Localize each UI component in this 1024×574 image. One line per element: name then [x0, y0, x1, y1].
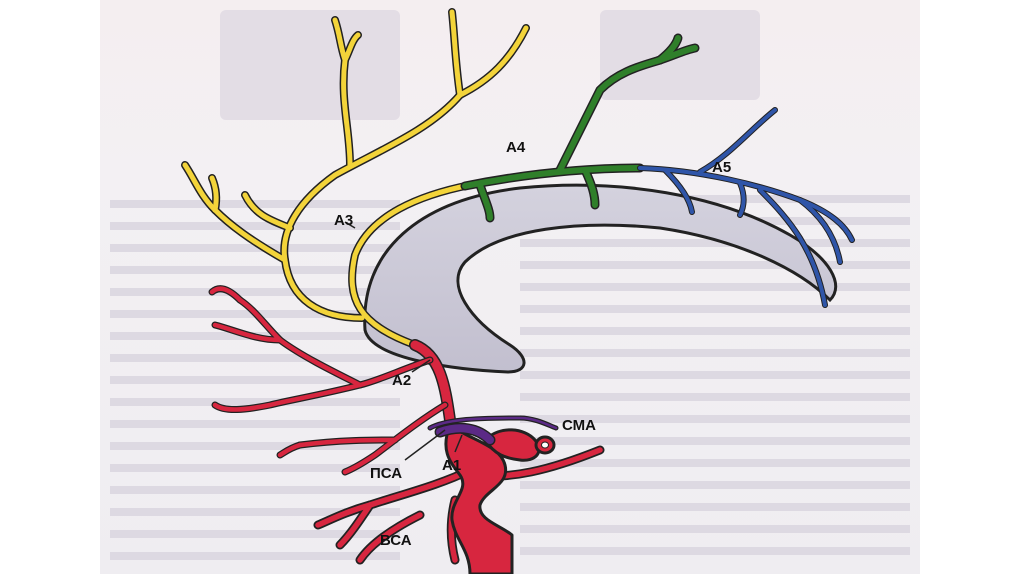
- label-psa: ПСА: [370, 465, 402, 482]
- label-a3: A3: [334, 212, 353, 229]
- a5-segment: [637, 107, 855, 308]
- vsa-artery: [313, 423, 605, 574]
- label-sma: СМА: [562, 417, 596, 434]
- label-vsa: ВСА: [380, 532, 412, 549]
- leader-lines: [344, 221, 463, 461]
- a4-segment: [460, 33, 700, 223]
- a3-segment: [181, 8, 530, 349]
- label-a2: A2: [392, 372, 411, 389]
- a2-segment: [208, 285, 456, 476]
- label-a5: A5: [712, 159, 731, 176]
- label-a1: A1: [442, 457, 461, 474]
- label-a4: A4: [506, 139, 526, 156]
- ventricle-shape: [363, 183, 838, 374]
